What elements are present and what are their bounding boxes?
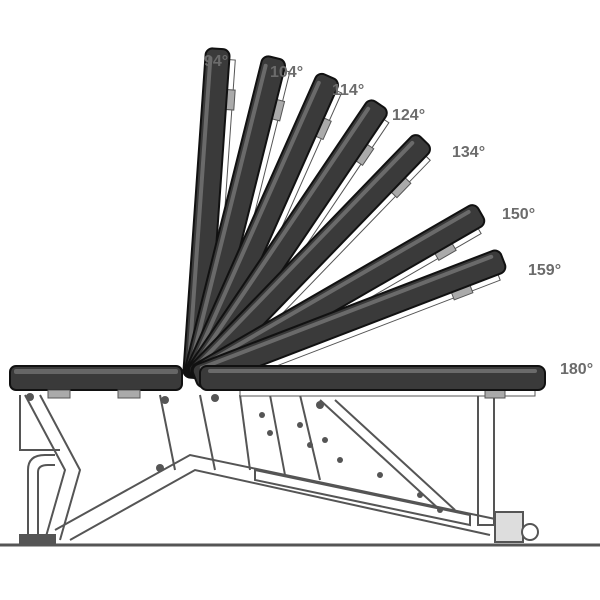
angle-label-104: 104° xyxy=(270,64,303,81)
pad-highlight xyxy=(198,209,471,369)
angle-label-150: 150° xyxy=(502,206,535,223)
angle-label-114: 114° xyxy=(332,82,364,99)
pad-highlight xyxy=(208,369,537,373)
pad-highlight xyxy=(186,56,213,370)
frame-bolts xyxy=(26,393,443,513)
angle-label-180: 180° xyxy=(560,361,593,378)
angle-labels: 94° 104° 114° 124° 134° 150° 159° 180° xyxy=(204,53,593,378)
backrest-pad-159 xyxy=(191,249,507,389)
pad-highlight xyxy=(190,80,321,369)
pad-highlight xyxy=(192,106,371,368)
angle-label-159: 159° xyxy=(528,262,561,279)
backrest-pad-180 xyxy=(199,365,546,399)
angle-label-124: 124° xyxy=(392,107,425,124)
angle-label-94: 94° xyxy=(204,53,228,70)
pad-cushion xyxy=(191,249,507,389)
pad-mount-tab xyxy=(484,389,506,399)
pad-highlight xyxy=(194,140,415,368)
backrest-pad-134 xyxy=(188,134,431,385)
bench-frame xyxy=(19,389,539,544)
backrest-positions xyxy=(182,47,546,399)
seat-pad xyxy=(9,365,183,399)
pad-highlight xyxy=(188,63,268,369)
pad-highlight xyxy=(199,254,494,370)
angle-label-134: 134° xyxy=(452,144,485,161)
